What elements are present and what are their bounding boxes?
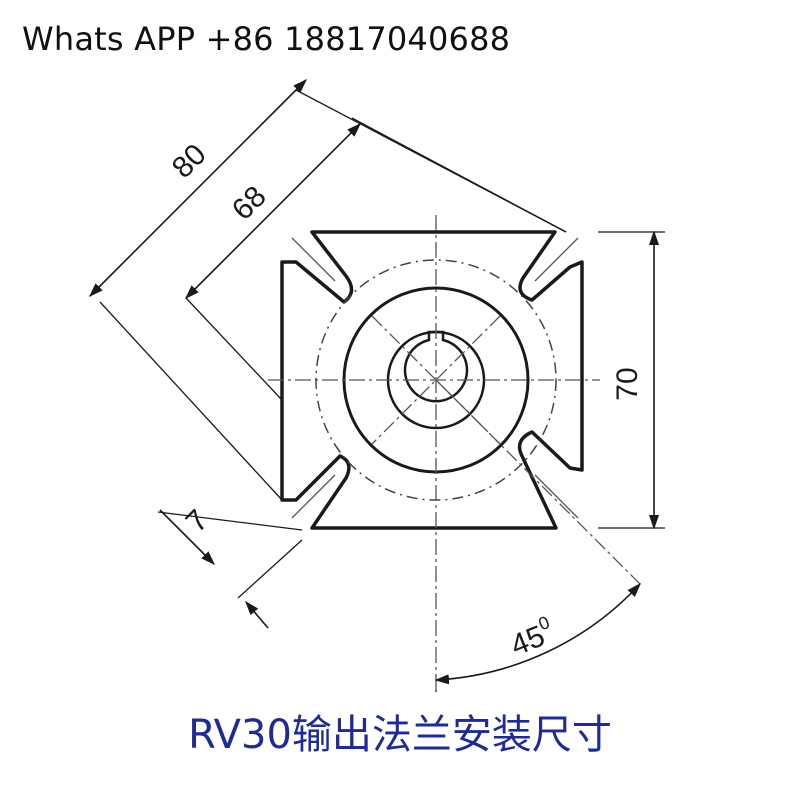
dim-label-45: 450	[505, 612, 559, 663]
extension-lines	[99, 89, 665, 692]
dim-line-7	[159, 509, 216, 566]
slot-centerlines	[291, 237, 579, 519]
dim-arc-45	[434, 582, 641, 685]
dim-label-7: 7	[180, 504, 215, 539]
drawing-caption: RV30输出法兰安装尺寸	[188, 712, 612, 758]
bore-keyway	[403, 330, 469, 403]
dim-label-80: 80	[166, 138, 213, 185]
dim-line-7b	[245, 600, 269, 629]
dim-line-68	[184, 122, 362, 300]
contact-info: Whats APP +86 18817040688	[22, 20, 511, 58]
dimension-lines	[88, 78, 660, 685]
centerlines	[268, 215, 600, 690]
dim-line-80	[88, 78, 308, 298]
dim-label-68: 68	[226, 180, 273, 227]
diagonal-centerlines	[371, 315, 641, 585]
dim-label-70: 70	[611, 367, 644, 400]
